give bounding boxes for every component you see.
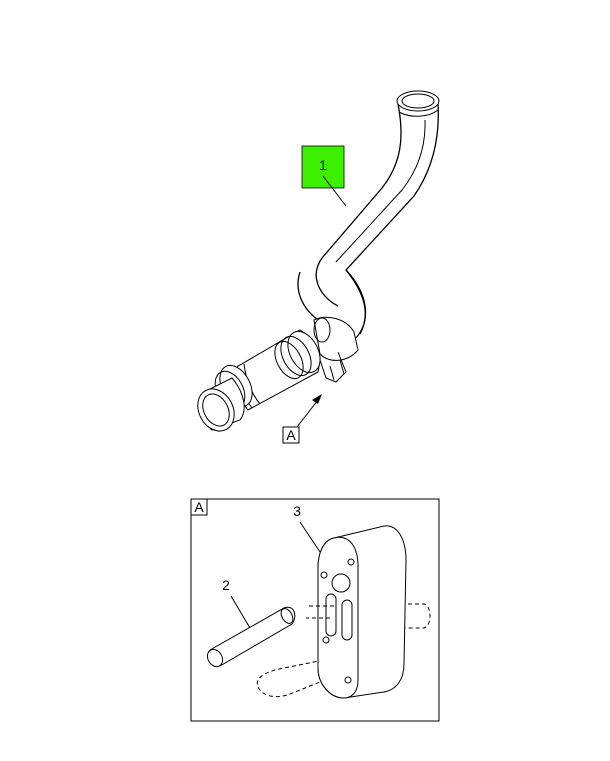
detail-view-a: A 2 3 (190, 498, 440, 722)
view-reference-arrow (296, 394, 322, 428)
detail-label: A (194, 499, 204, 515)
exhaust-pipe-top-bead (398, 109, 439, 117)
callout-1-label: 1 (319, 157, 327, 173)
callout-1-highlight (301, 145, 345, 189)
exhaust-pipe-elbow (297, 269, 367, 339)
detail-label-box (190, 498, 208, 516)
exhaust-pipe-top-opening (401, 93, 435, 109)
callout-3-leader (299, 521, 321, 553)
callout-2-label: 2 (222, 577, 230, 593)
view-reference-box (282, 426, 300, 444)
callout-1-leader (322, 175, 347, 207)
view-reference-label: A (286, 427, 296, 443)
pipe-clamp (313, 316, 359, 383)
exhaust-pipe-seam (335, 119, 426, 263)
pin-rod-part-2 (206, 606, 296, 668)
exhaust-pipe-bottom-flange (197, 377, 245, 432)
detail-frame (190, 498, 440, 722)
callout-2-leader (230, 595, 251, 629)
exhaust-pipe-assembly (197, 90, 440, 432)
view-reference-a[interactable]: A (282, 426, 300, 444)
isolator-block-part-3 (306, 525, 407, 699)
callout-part-1[interactable]: 1 (301, 145, 345, 189)
callout-3-label: 3 (293, 503, 301, 519)
exhaust-pipe-outer-wall (315, 103, 402, 307)
